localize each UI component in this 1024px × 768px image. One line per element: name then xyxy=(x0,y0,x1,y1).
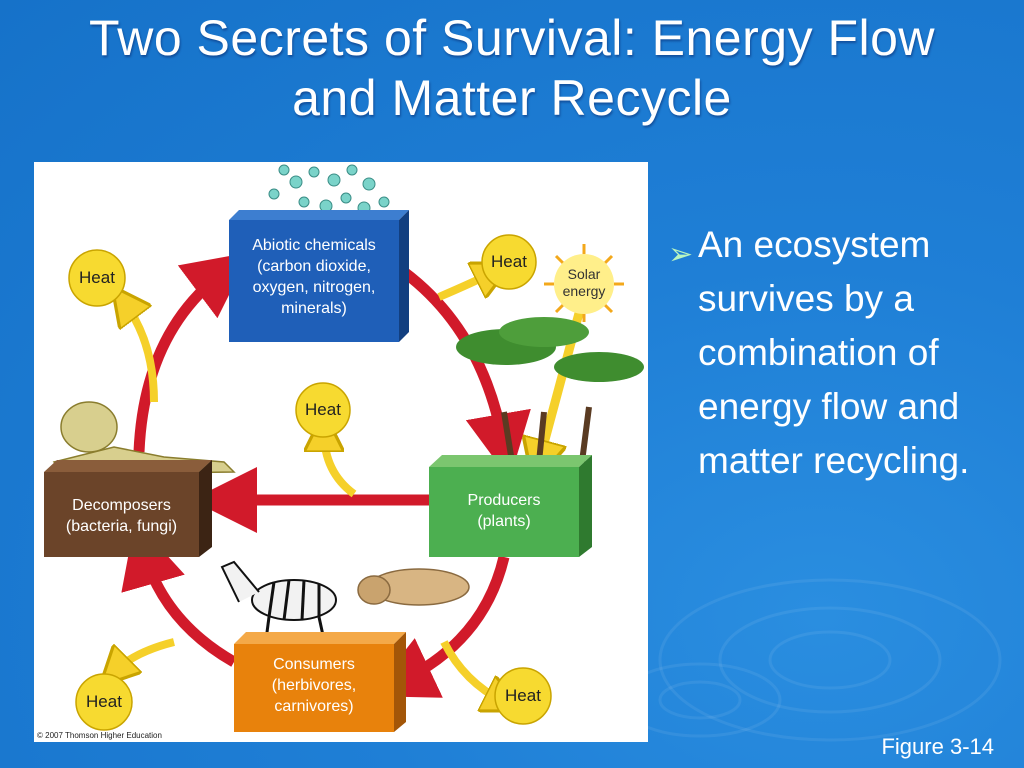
heat-label-4: Heat xyxy=(86,692,122,711)
sun-icon xyxy=(544,244,624,322)
arrow-decomposers-to-consumers-reverse xyxy=(121,520,237,667)
consumers-label: Consumers (herbivores, carnivores) xyxy=(234,654,394,717)
slide-title: Two Secrets of Survival: Energy Flow and… xyxy=(0,8,1024,128)
heat-circles xyxy=(68,234,552,731)
tree-icon xyxy=(456,317,644,463)
abiotic-line-3: oxygen, nitrogen, xyxy=(252,279,376,296)
solar-label: Solar energy xyxy=(549,266,619,300)
heat-label-1: Heat xyxy=(79,268,115,287)
arrow-producers-to-consumers xyxy=(369,555,510,698)
zebra-icon xyxy=(220,560,337,641)
cycle-arrows xyxy=(121,252,531,698)
decomposers-box xyxy=(44,460,212,557)
consumers-line-2: (herbivores, xyxy=(271,677,357,694)
heat-label-3: Heat xyxy=(305,400,341,419)
lion-icon xyxy=(357,568,470,606)
title-line-2: and Matter Recycle xyxy=(292,70,732,126)
molecules-icon xyxy=(268,164,390,215)
decomposers-line-1: Decomposers xyxy=(72,497,171,514)
heat-circle-2 xyxy=(481,234,537,290)
consumers-box xyxy=(234,632,406,732)
figure-reference: Figure 3-14 xyxy=(881,734,994,759)
abiotic-line-1: Abiotic chemicals xyxy=(252,237,376,254)
abiotic-label: Abiotic chemicals (carbon dioxide, oxyge… xyxy=(229,235,399,319)
decomposers-label: Decomposers (bacteria, fungi) xyxy=(44,495,199,537)
bullet-text: An ecosystem survives by a combination o… xyxy=(698,224,970,481)
consumers-line-3: carnivores) xyxy=(274,698,354,715)
producers-label: Producers (plants) xyxy=(429,490,579,532)
abiotic-line-4: minerals) xyxy=(281,300,347,317)
heat-label-2: Heat xyxy=(491,252,527,271)
producers-box xyxy=(429,455,592,557)
heat-circle-1 xyxy=(68,249,126,307)
abiotic-box xyxy=(229,210,409,342)
producers-line-2: (plants) xyxy=(477,513,531,530)
title-line-1: Two Secrets of Survival: Energy Flow xyxy=(88,10,936,66)
heat-circle-4 xyxy=(75,673,133,731)
decomposers-line-2: (bacteria, fungi) xyxy=(65,518,178,535)
heat-circle-5 xyxy=(494,667,552,725)
bullet-arrow-icon: ➢ xyxy=(668,238,694,271)
heat-circle-3 xyxy=(295,382,351,438)
ecosystem-figure: Abiotic chemicals (carbon dioxide, oxyge… xyxy=(34,162,648,742)
solar-line-2: energy xyxy=(562,283,606,299)
heat-arrow-producers xyxy=(324,432,357,498)
solar-line-1: Solar xyxy=(567,266,601,282)
heat-arrow-decomposers-top xyxy=(124,302,158,403)
heat-label-5: Heat xyxy=(505,686,541,705)
heat-arrow-bottom-left xyxy=(114,638,175,672)
abiotic-line-2: (carbon dioxide, xyxy=(257,258,371,275)
consumers-line-1: Consumers xyxy=(273,656,355,673)
producers-line-1: Producers xyxy=(467,492,541,509)
copyright-text: © 2007 Thomson Higher Education xyxy=(37,731,162,740)
arrow-decomposers-to-abiotic xyxy=(133,252,251,453)
